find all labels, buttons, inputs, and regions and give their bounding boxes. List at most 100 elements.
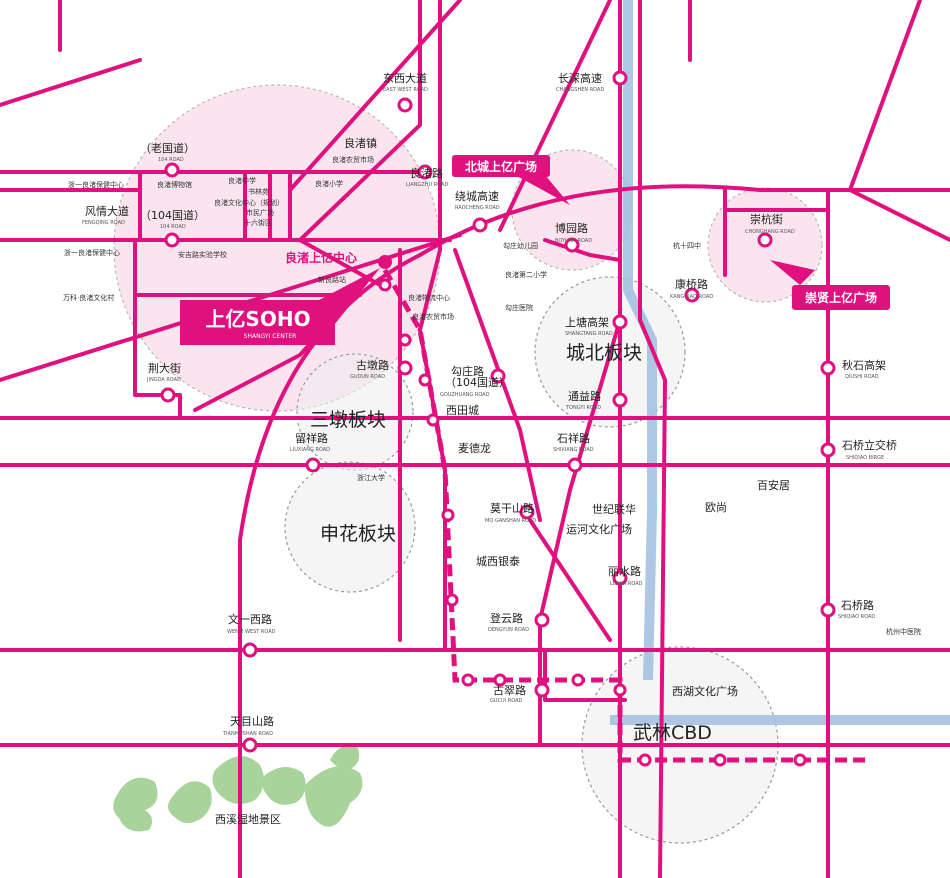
- svg-text:东西大道: 东西大道: [383, 71, 427, 85]
- district-chengbei: 城北板块: [566, 342, 642, 364]
- svg-text:杭州中医院: 杭州中医院: [886, 627, 921, 636]
- svg-text:留祥路: 留祥路: [295, 431, 328, 445]
- svg-text:良渚路: 良渚路: [410, 166, 443, 180]
- svg-text:书林苑: 书林苑: [248, 187, 269, 196]
- svg-text:CHANGSHEN ROAD: CHANGSHEN ROAD: [556, 87, 604, 93]
- north-callout-text: 北城上亿广场: [465, 159, 537, 174]
- metro-station: [426, 413, 440, 427]
- svg-text:QIUSHI ROAD: QIUSHI ROAD: [845, 374, 879, 380]
- svg-text:良渚镇: 良渚镇: [344, 136, 377, 150]
- svg-text:世纪联华: 世纪联华: [592, 502, 636, 516]
- metro-station: [713, 753, 727, 767]
- svg-text:EAST WEST ROAD: EAST WEST ROAD: [383, 87, 428, 93]
- metro-station: [378, 278, 392, 292]
- svg-text:浙江大学: 浙江大学: [357, 473, 385, 482]
- svg-text:104 ROAD: 104 ROAD: [160, 224, 186, 230]
- chongxian-callout: 崇贤上亿广场: [792, 285, 890, 310]
- svg-text:秋石高架: 秋石高架: [842, 358, 886, 372]
- svg-text:勾庄路: 勾庄路: [451, 364, 484, 378]
- svg-text:TONGYI ROAD: TONGYI ROAD: [565, 405, 601, 411]
- chongxian-callout-text: 崇贤上亿广场: [805, 290, 877, 305]
- svg-text:文一西路: 文一西路: [228, 612, 272, 626]
- metro-station: [638, 753, 652, 767]
- svg-text:西田城: 西田城: [446, 404, 479, 417]
- svg-text:万科·良渚文化村: 万科·良渚文化村: [63, 293, 114, 302]
- svg-text:浙一良渚保健中心: 浙一良渚保健中心: [64, 248, 120, 257]
- metro-station: [441, 508, 455, 522]
- svg-text:天目山路: 天目山路: [230, 715, 274, 728]
- svg-text:杭十四中: 杭十四中: [673, 241, 701, 250]
- svg-text:石桥立交桥: 石桥立交桥: [842, 438, 897, 452]
- metro-station: [793, 753, 807, 767]
- svg-text:良渚文化中心（规划）: 良渚文化中心（规划）: [214, 198, 284, 207]
- metro-station: [398, 333, 412, 347]
- svg-text:LIANGZHU ROAD: LIANGZHU ROAD: [406, 182, 448, 188]
- metro-station: [418, 373, 432, 387]
- svg-text:BOYUAN ROAD: BOYUAN ROAD: [555, 238, 592, 244]
- svg-text:GOUZHUANG ROAD: GOUZHUANG ROAD: [440, 392, 490, 398]
- svg-text:麦德龙: 麦德龙: [458, 441, 491, 455]
- svg-text:石祥路: 石祥路: [557, 431, 590, 445]
- liangzhu-center-label: 良渚上亿中心: [285, 250, 357, 265]
- svg-text:SHIXIANG ROAD: SHIXIANG ROAD: [553, 447, 594, 453]
- svg-text:（老国道）: （老国道）: [140, 141, 195, 155]
- svg-text:西溪湿地景区: 西溪湿地景区: [215, 813, 281, 826]
- svg-text:运河文化广场: 运河文化广场: [566, 522, 632, 536]
- svg-text:TIANMUSHAN ROAD: TIANMUSHAN ROAD: [222, 731, 273, 737]
- svg-text:JINGDA ROAD: JINGDA ROAD: [146, 377, 181, 383]
- svg-text:良渚物流中心: 良渚物流中心: [408, 293, 450, 302]
- svg-text:西湖文化广场: 西湖文化广场: [672, 684, 738, 698]
- svg-text:良渚中学: 良渚中学: [228, 176, 256, 185]
- svg-text:GUDUN ROAD: GUDUN ROAD: [350, 374, 385, 380]
- svg-text:WENYI WEST ROAD: WENYI WEST ROAD: [227, 629, 276, 635]
- svg-text:勾庄幼儿园: 勾庄幼儿园: [503, 241, 538, 250]
- svg-text:DENGYUN ROAD: DENGYUN ROAD: [488, 627, 529, 633]
- canal: [610, 0, 950, 725]
- metro-station: [571, 673, 585, 687]
- svg-text:古翠路: 古翠路: [493, 684, 526, 697]
- metro-station: [613, 683, 627, 697]
- svg-text:SHIQIAO BIRGE: SHIQIAO BIRGE: [846, 455, 884, 461]
- metro-station: [493, 673, 507, 687]
- logo-sub: SHANGYI CENTER: [244, 333, 297, 340]
- svg-text:荆大街: 荆大街: [148, 361, 181, 375]
- north-pointer: [515, 175, 570, 205]
- shangyi-soho-logo: 上亿SOHO SHANGYI CENTER: [180, 300, 335, 345]
- metro-station-label: 新良路站: [318, 275, 346, 284]
- svg-text:GUCUI ROAD: GUCUI ROAD: [490, 698, 522, 704]
- svg-text:市民广场: 市民广场: [246, 208, 274, 217]
- svg-text:（104国道）: （104国道）: [445, 375, 510, 389]
- svg-text:良渚第二小学: 良渚第二小学: [505, 270, 547, 279]
- svg-text:十六街区: 十六街区: [244, 218, 272, 227]
- metro-line: [378, 268, 870, 767]
- svg-text:勾庄医院: 勾庄医院: [505, 303, 533, 312]
- metro-station: [461, 673, 475, 687]
- svg-text:良渚农贸市场: 良渚农贸市场: [332, 155, 374, 164]
- district-sandun: 三墩板块: [310, 409, 386, 431]
- svg-text:百安居: 百安居: [757, 478, 790, 492]
- svg-text:康桥路: 康桥路: [675, 277, 708, 291]
- svg-text:MO GANSHAN ROAD: MO GANSHAN ROAD: [485, 518, 536, 524]
- svg-text:欧尚: 欧尚: [705, 500, 727, 514]
- chongxian-pointer: [770, 260, 815, 285]
- poi-labels: 良渚农贸市场 良渚小学 良渚中学 良渚博物馆 书林苑 良渚文化中心（规划） 市民…: [63, 155, 921, 636]
- svg-text:（104国道）: （104国道）: [140, 208, 205, 222]
- svg-text:博园路: 博园路: [555, 222, 588, 235]
- svg-text:古墩路: 古墩路: [356, 358, 389, 372]
- svg-text:SHIQIAO ROAD: SHIQIAO ROAD: [838, 614, 875, 620]
- svg-text:SHANGTANG ROAD: SHANGTANG ROAD: [565, 331, 613, 337]
- svg-text:良渚博物馆: 良渚博物馆: [157, 180, 192, 189]
- svg-text:LIUXIANG ROAD: LIUXIANG ROAD: [290, 447, 330, 453]
- svg-text:风情大道: 风情大道: [85, 204, 129, 218]
- svg-text:石桥路: 石桥路: [841, 599, 874, 612]
- svg-text:崇杭街: 崇杭街: [750, 212, 783, 226]
- svg-text:良渚小学: 良渚小学: [315, 179, 343, 188]
- svg-text:LISHUI ROAD: LISHUI ROAD: [610, 581, 643, 587]
- xixi-wetland: [113, 745, 363, 832]
- logo-main: 上亿SOHO: [205, 307, 310, 331]
- metro-station: [445, 593, 459, 607]
- svg-text:浙一良渚保健中心: 浙一良渚保健中心: [68, 180, 124, 189]
- svg-text:安吉路实验学校: 安吉路实验学校: [178, 250, 227, 259]
